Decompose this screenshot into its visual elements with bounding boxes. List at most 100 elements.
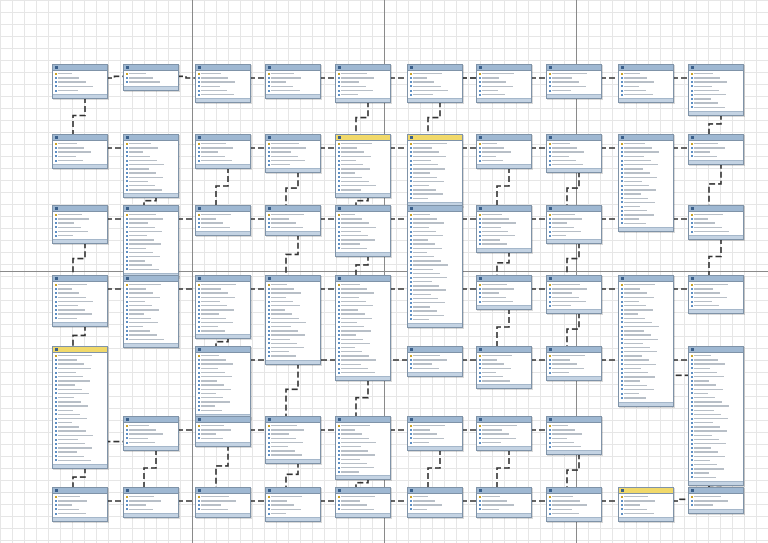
table-header[interactable] <box>124 135 178 141</box>
table-box[interactable] <box>546 205 602 245</box>
table-header[interactable] <box>689 347 743 353</box>
table-box[interactable] <box>335 487 391 518</box>
table-box[interactable] <box>476 205 532 253</box>
relationship-line[interactable] <box>72 97 86 134</box>
table-box[interactable] <box>195 416 251 447</box>
table-box[interactable] <box>407 416 463 451</box>
table-box[interactable] <box>52 205 108 245</box>
table-header[interactable] <box>477 276 531 282</box>
relationship-line[interactable] <box>355 196 369 205</box>
table-box[interactable] <box>546 64 602 99</box>
table-box[interactable] <box>546 416 602 456</box>
table-box[interactable] <box>335 205 391 257</box>
table-box[interactable] <box>265 64 321 99</box>
table-header[interactable] <box>547 276 601 282</box>
table-box[interactable] <box>335 64 391 104</box>
table-box[interactable] <box>546 487 602 522</box>
table-box[interactable] <box>123 487 179 518</box>
table-box[interactable] <box>123 64 179 91</box>
relationship-line[interactable] <box>215 167 229 205</box>
table-header[interactable] <box>547 206 601 212</box>
table-box[interactable] <box>476 134 532 169</box>
view-box[interactable] <box>335 134 391 199</box>
table-box[interactable] <box>407 64 463 104</box>
table-box[interactable] <box>123 416 179 451</box>
table-header[interactable] <box>196 417 250 423</box>
table-header[interactable] <box>53 347 107 353</box>
table-box[interactable] <box>195 346 251 419</box>
table-header[interactable] <box>477 347 531 353</box>
table-header[interactable] <box>547 65 601 71</box>
table-header[interactable] <box>408 347 462 353</box>
table-header[interactable] <box>477 417 531 423</box>
table-box[interactable] <box>123 275 179 348</box>
table-box[interactable] <box>265 134 321 174</box>
table-box[interactable] <box>688 134 744 165</box>
relationship-line[interactable] <box>177 75 195 79</box>
table-header[interactable] <box>619 488 673 494</box>
table-box[interactable] <box>195 134 251 169</box>
table-header[interactable] <box>53 488 107 494</box>
table-box[interactable] <box>476 416 532 451</box>
table-header[interactable] <box>408 206 462 212</box>
relationship-line[interactable] <box>143 196 157 205</box>
table-box[interactable] <box>476 275 532 310</box>
table-box[interactable] <box>476 64 532 104</box>
table-header[interactable] <box>547 417 601 423</box>
table-box[interactable] <box>688 346 744 486</box>
relationship-line[interactable] <box>72 242 86 275</box>
table-header[interactable] <box>689 276 743 282</box>
table-header[interactable] <box>266 417 320 423</box>
table-header[interactable] <box>336 488 390 494</box>
relationship-line[interactable] <box>143 449 157 487</box>
table-box[interactable] <box>265 487 321 522</box>
table-box[interactable] <box>335 416 391 481</box>
relationship-line[interactable] <box>355 478 369 487</box>
table-header[interactable] <box>196 65 250 71</box>
table-header[interactable] <box>477 135 531 141</box>
table-header[interactable] <box>196 135 250 141</box>
table-box[interactable] <box>265 275 321 365</box>
relationship-line[interactable] <box>355 101 369 134</box>
table-header[interactable] <box>53 135 107 141</box>
table-box[interactable] <box>52 487 108 522</box>
table-header[interactable] <box>336 417 390 423</box>
relationship-line[interactable] <box>708 113 722 134</box>
table-box[interactable] <box>52 134 108 169</box>
table-header[interactable] <box>196 347 250 353</box>
table-header[interactable] <box>547 135 601 141</box>
table-header[interactable] <box>408 65 462 71</box>
table-header[interactable] <box>124 417 178 423</box>
table-header[interactable] <box>53 65 107 71</box>
relationship-line[interactable] <box>72 324 86 346</box>
table-box[interactable] <box>407 205 463 329</box>
table-header[interactable] <box>266 65 320 71</box>
table-header[interactable] <box>477 65 531 71</box>
relationship-line[interactable] <box>672 498 688 502</box>
table-header[interactable] <box>619 276 673 282</box>
table-header[interactable] <box>477 206 531 212</box>
table-box[interactable] <box>123 134 179 199</box>
table-header[interactable] <box>619 135 673 141</box>
table-header[interactable] <box>689 65 743 71</box>
relationship-line[interactable] <box>215 444 229 487</box>
table-box[interactable] <box>618 134 674 232</box>
relationship-line[interactable] <box>285 171 299 205</box>
table-box[interactable] <box>546 134 602 174</box>
table-box[interactable] <box>688 275 744 315</box>
table-box[interactable] <box>195 487 251 518</box>
table-header[interactable] <box>266 135 320 141</box>
table-box[interactable] <box>195 275 251 340</box>
table-box[interactable] <box>265 205 321 236</box>
relationship-line[interactable] <box>708 162 722 205</box>
relationship-line[interactable] <box>566 242 580 275</box>
view-box[interactable] <box>52 346 108 470</box>
view-box[interactable] <box>618 487 674 522</box>
table-header[interactable] <box>547 488 601 494</box>
table-header[interactable] <box>689 488 743 494</box>
relationship-line[interactable] <box>708 238 722 275</box>
table-header[interactable] <box>266 276 320 282</box>
view-box[interactable] <box>407 134 463 207</box>
relationship-line[interactable] <box>496 308 510 346</box>
